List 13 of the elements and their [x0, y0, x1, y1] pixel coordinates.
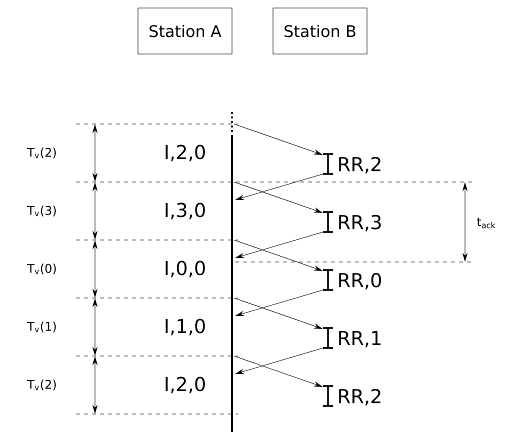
frame-label: I,3,0 [166, 202, 205, 220]
interval-label: T$_{v}$(0) [27, 264, 56, 274]
frame-label: I,2,0 [166, 144, 205, 162]
frame-label: I,0,0 [166, 260, 205, 278]
station-box: Station B [272, 8, 368, 54]
frame-label: I,2,0 [166, 376, 205, 394]
frame-label: I,1,0 [166, 318, 205, 336]
interval-label: T$_{v}$(2) [27, 148, 56, 158]
station-box: Station A [138, 8, 232, 54]
interval-label: t$_{ack}$ [477, 218, 496, 228]
interval-label: T$_{v}$(1) [27, 322, 56, 332]
interval-label: T$_{v}$(2) [27, 380, 56, 390]
interval-label: T$_{v}$(3) [27, 206, 56, 216]
